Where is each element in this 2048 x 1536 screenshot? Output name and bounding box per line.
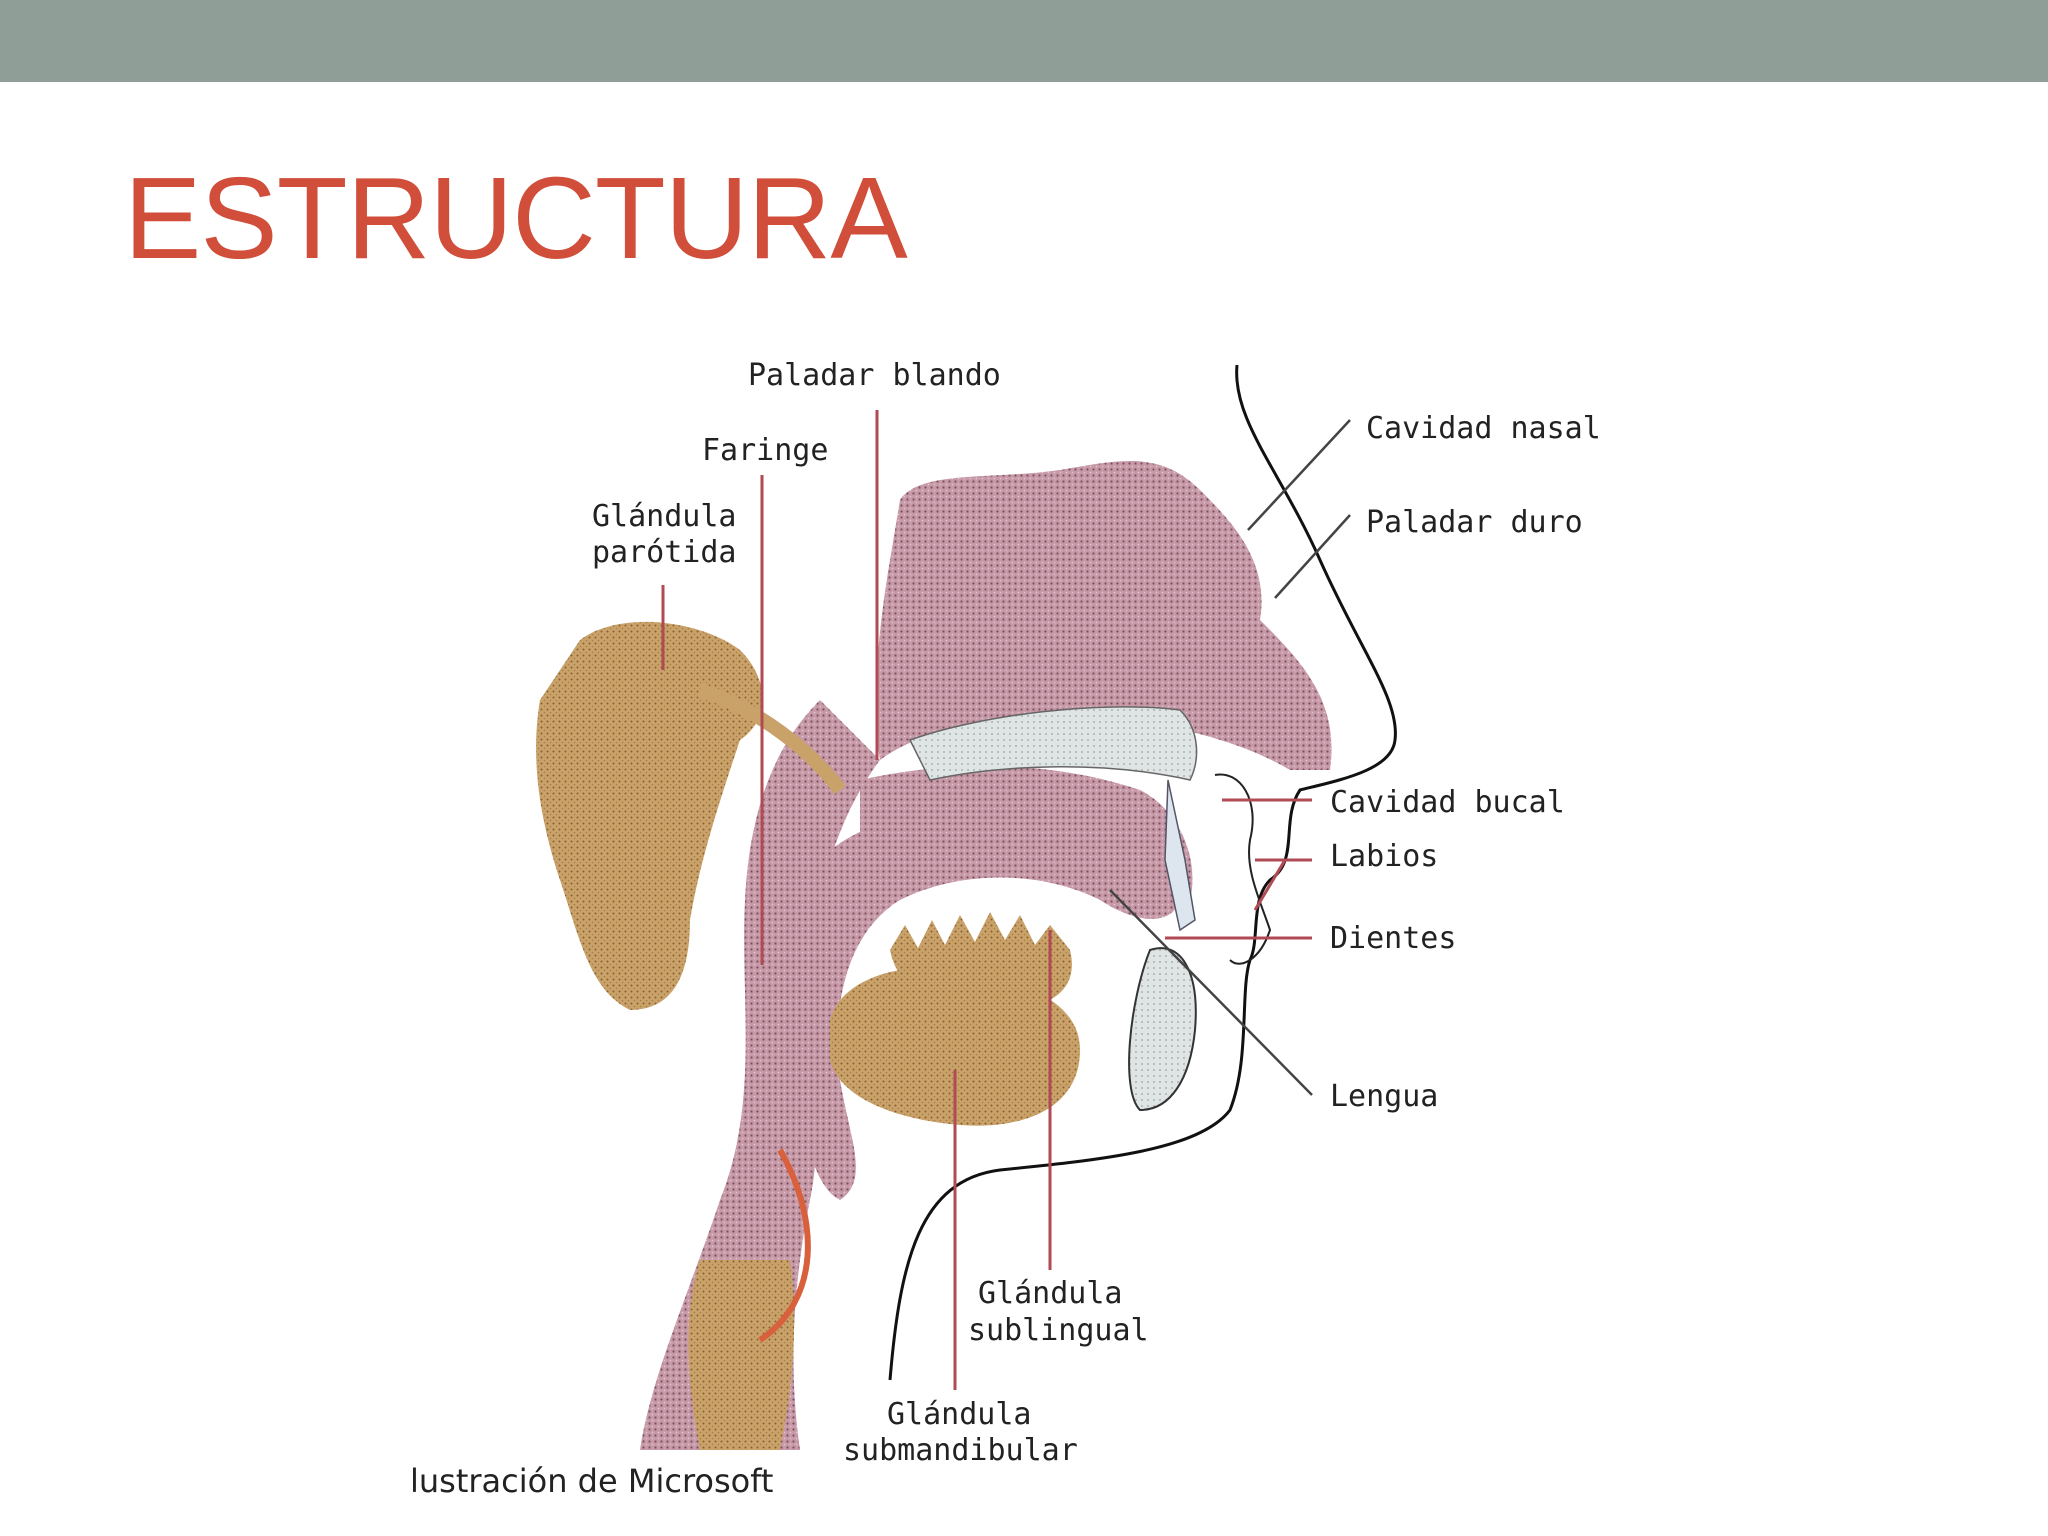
label-cavidad-bucal: Cavidad bucal — [1330, 785, 1565, 820]
header-bar — [0, 0, 2048, 82]
trachea-curve — [758, 1148, 811, 1343]
parotid-duct — [697, 683, 846, 795]
label-lengua: Lengua — [1330, 1079, 1438, 1114]
sublingual-gland-shape — [890, 912, 1072, 1010]
nasal-cavity-shape — [875, 461, 1332, 770]
esophagus-shape — [688, 1260, 795, 1450]
teeth-shape — [1164, 779, 1196, 932]
slide-title: ESTRUCTURA — [124, 153, 908, 283]
label-glandula-sublingual-line1: Glándula — [978, 1276, 1123, 1311]
hard-palate-shape — [908, 706, 1198, 781]
label-dientes: Dientes — [1330, 921, 1456, 956]
parotid-gland-shape — [536, 621, 763, 1010]
label-labios: Labios — [1330, 839, 1438, 874]
label-glandula-parotida-line2: parótida — [592, 535, 737, 570]
soft-palate-shape — [860, 766, 1193, 900]
lower-jaw-shape — [1128, 947, 1197, 1112]
label-glandula-sublingual-line2: sublingual — [968, 1313, 1149, 1348]
tongue-shape — [796, 800, 1180, 1200]
label-paladar-blando: Paladar blando — [748, 358, 1001, 393]
label-glandula-parotida-line1: Glándula — [592, 499, 737, 534]
label-cavidad-nasal: Cavidad nasal — [1366, 411, 1601, 446]
leader-lengua — [1109, 889, 1313, 1096]
label-glandula-submandibular-line2: submandibular — [843, 1433, 1078, 1468]
label-glandula-submandibular-line1: Glándula — [887, 1397, 1032, 1432]
leader-cavidad-nasal — [1247, 419, 1351, 531]
leader-labios-branch — [1253, 859, 1287, 911]
illustration-credit: lustración de Microsoft — [410, 1462, 773, 1500]
leader-paladar-duro — [1274, 514, 1351, 599]
lips-shape — [1214, 773, 1272, 965]
label-faringe: Faringe — [702, 433, 828, 468]
face-profile-outline — [888, 364, 1397, 1381]
label-paladar-duro: Paladar duro — [1366, 505, 1583, 540]
